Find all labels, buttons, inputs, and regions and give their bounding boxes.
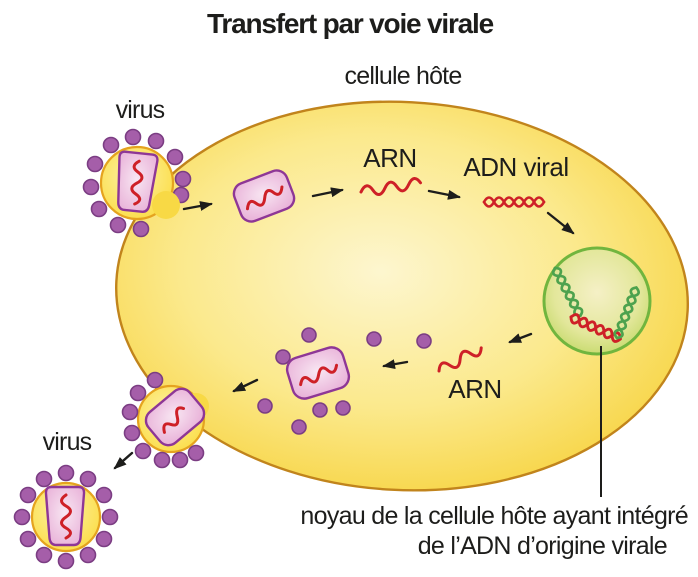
spike-dot [95, 486, 113, 504]
capsid-rna-icon [162, 406, 186, 434]
chromatin-left-arm-icon [551, 266, 584, 318]
capsid-rna-icon [299, 363, 339, 387]
spike-proteins-loose [257, 327, 432, 435]
spike-dot [101, 508, 119, 526]
spike-dot [291, 419, 307, 435]
spike-dot [147, 132, 165, 150]
spike-dot [174, 170, 192, 188]
arrow-release-icon [113, 451, 134, 470]
viral-dna-label: ADN viral [463, 152, 569, 182]
rna-entry-label: ARN [363, 143, 417, 173]
spike-dot [166, 148, 184, 166]
arrow-assembly-to-budding-icon [232, 378, 259, 393]
spike-dot [79, 470, 97, 488]
spike-dot [312, 402, 328, 418]
spike-dot [153, 451, 171, 469]
spike-dot [257, 398, 273, 414]
spike-dot [19, 530, 37, 548]
rna-exit-label: ARN [448, 374, 502, 404]
host-cell-label: cellule hôte [344, 62, 463, 90]
arrow-entry-icon [182, 201, 213, 211]
nucleus-caption-line1: noyau de la cellule hôte ayant intégré [300, 502, 688, 530]
rna-entry-icon [359, 177, 423, 196]
spike-dot [416, 333, 432, 349]
virus-exit-label: virus [42, 428, 93, 456]
entering-virus-spikes [82, 128, 192, 238]
capsid-rna-icon [60, 493, 72, 540]
spike-dot [13, 508, 31, 526]
spike-dot [124, 128, 142, 146]
spike-dot [102, 136, 120, 154]
membrane-fusion-neck [152, 191, 180, 219]
capsid-rna-icon [130, 159, 144, 206]
spike-dot [123, 424, 141, 442]
spike-dot [79, 546, 97, 564]
entering-virus-icon [82, 128, 192, 238]
spike-dot [109, 216, 127, 234]
nucleus-caption-line2: de l’ADN d’origine virale [417, 532, 668, 560]
arrow-dna-to-nucleus-icon [546, 211, 575, 235]
spike-dot [82, 178, 100, 196]
budding-virus-spikes [121, 371, 205, 469]
spike-dot [19, 486, 37, 504]
virus-entry-label: virus [115, 96, 166, 124]
spike-dot [187, 444, 205, 462]
entry-capsid-icon [232, 169, 296, 223]
spike-dot [301, 327, 317, 343]
spike-dot [35, 546, 53, 564]
spike-dot [132, 220, 150, 238]
spike-dot [86, 155, 104, 173]
spike-dot [366, 331, 382, 347]
viral-dna-icon [482, 196, 546, 208]
released-virus-capsid-icon [44, 485, 86, 547]
spike-dot [335, 400, 351, 416]
diagram-title: Transfert par voie virale [207, 8, 494, 39]
arrow-rna-to-dna-icon [427, 189, 461, 200]
capsid-rna-icon [245, 185, 284, 211]
spike-dot [171, 451, 189, 469]
spike-dot [121, 403, 139, 421]
spike-dot [134, 442, 152, 460]
released-virus-spikes [13, 464, 119, 570]
spike-dot [146, 371, 164, 389]
arrow-rna-to-assembly-icon [382, 359, 409, 370]
released-virus-icon [13, 464, 119, 570]
integrated-dna-icon [569, 313, 622, 343]
entering-virus-capsid-icon [117, 150, 159, 213]
budding-virus-icon [121, 371, 209, 469]
spike-dot [90, 200, 108, 218]
arrow-nucleus-to-rna-icon [508, 332, 533, 344]
spike-dot [275, 349, 291, 365]
spike-dot [95, 530, 113, 548]
spike-dot [57, 552, 75, 570]
nucleus-icon [542, 246, 652, 356]
spike-dot [129, 384, 147, 402]
budding-capsid-icon [144, 387, 206, 447]
assembled-capsid-icon [285, 346, 351, 400]
flow-arrows [182, 187, 575, 393]
spike-dot [35, 470, 53, 488]
spike-dot [57, 464, 75, 482]
arrow-capsid-to-rna-icon [311, 187, 344, 198]
rna-exit-icon [437, 346, 483, 373]
chromatin-right-arm-icon [613, 286, 640, 340]
